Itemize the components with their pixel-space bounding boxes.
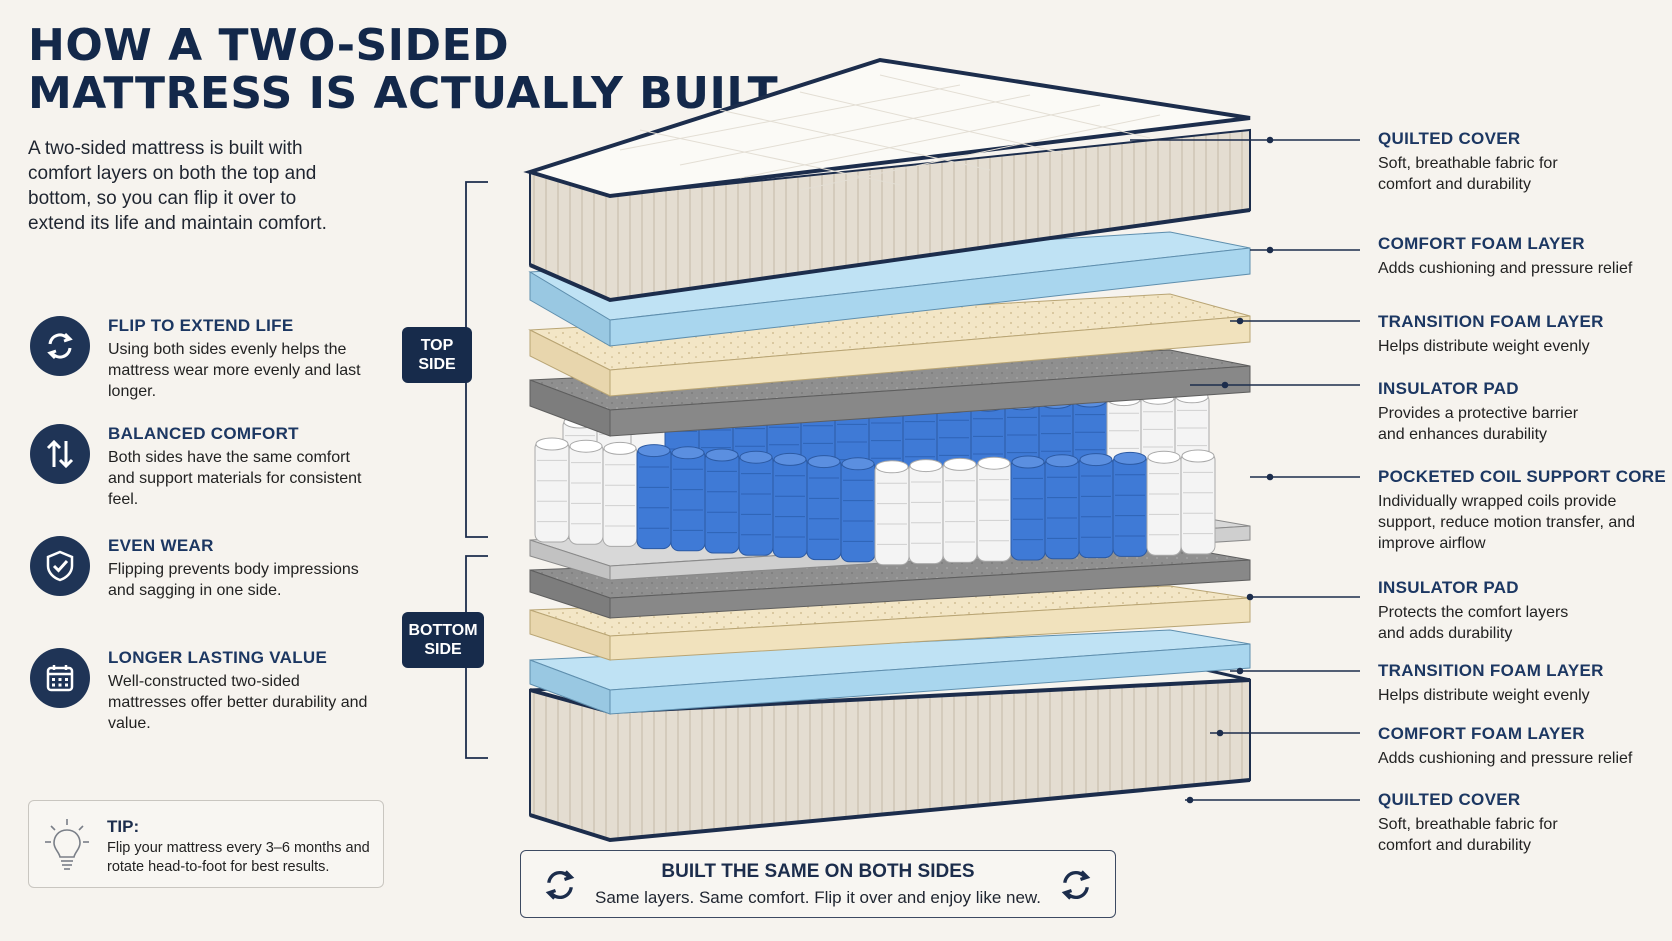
coil [1044, 454, 1080, 560]
coil [840, 457, 876, 563]
layer-label-transition-foam-bottom: TRANSITION FOAM LAYER Helps distribute w… [1378, 661, 1668, 706]
top-side-line-2: SIDE [418, 356, 456, 373]
layer-heading: INSULATOR PAD [1378, 379, 1519, 398]
coil [1112, 451, 1148, 557]
top-comfort-foam [528, 231, 1251, 347]
coil [908, 459, 944, 565]
layer-body: Soft, breathable fabric for comfort and … [1378, 155, 1558, 193]
coil [806, 455, 842, 561]
layer-heading: QUILTED COVER [1378, 129, 1521, 148]
layer-heading: TRANSITION FOAM LAYER [1378, 312, 1604, 331]
pocketed-coils [534, 390, 1216, 566]
layer-heading: QUILTED COVER [1378, 790, 1521, 809]
layer-body: Soft, breathable fabric for comfort and … [1378, 816, 1558, 854]
layer-heading: INSULATOR PAD [1378, 578, 1519, 597]
layer-body: Provides a protective barrier and enhanc… [1378, 405, 1579, 443]
layer-body: Helps distribute weight evenly [1378, 687, 1590, 704]
calendar-icon [30, 648, 90, 708]
flip-arrows-icon [30, 316, 90, 376]
layer-label-comfort-foam-bottom: COMFORT FOAM LAYER Adds cushioning and p… [1378, 724, 1668, 769]
tip-heading: TIP: [107, 817, 140, 836]
coil [1146, 450, 1182, 556]
layer-heading: TRANSITION FOAM LAYER [1378, 661, 1604, 680]
coil [738, 450, 774, 556]
intro-text: A two-sided mattress is built with comfo… [28, 138, 327, 234]
tip-body: Flip your mattress every 3–6 months and … [107, 840, 370, 875]
coil [772, 452, 808, 558]
page-title: HOW A TWO-SIDED MATTRESS IS ACTUALLY BUI… [28, 22, 778, 118]
built-heading: BUILT THE SAME ON BOTH SIDES [661, 861, 975, 882]
coil [568, 439, 604, 545]
layer-body: Individually wrapped coils provide suppo… [1378, 493, 1636, 552]
layer-label-quilted-cover-top: QUILTED COVER Soft, breathable fabric fo… [1378, 129, 1668, 195]
flip-arrows-icon [1057, 866, 1095, 909]
benefit-body: Both sides have the same comfort and sup… [108, 449, 362, 508]
layer-body: Protects the comfort layers and adds dur… [1378, 604, 1569, 642]
layer-label-quilted-cover-bottom: QUILTED COVER Soft, breathable fabric fo… [1378, 790, 1668, 856]
layer-label-comfort-foam-top: COMFORT FOAM LAYER Adds cushioning and p… [1378, 234, 1668, 279]
top-side-badge: TOP SIDE [402, 327, 472, 383]
flip-arrows-icon [541, 866, 579, 909]
benefit-body: Flipping prevents body impressions and s… [108, 561, 359, 599]
bottom-side-badge: BOTTOM SIDE [402, 612, 484, 668]
coil [1078, 453, 1114, 559]
shield-check-icon [30, 536, 90, 596]
layer-heading: COMFORT FOAM LAYER [1378, 234, 1585, 253]
top-side-line-1: TOP [420, 337, 454, 354]
coil [670, 446, 706, 552]
coil [602, 441, 638, 547]
benefit-heading: BALANCED COMFORT [108, 424, 299, 443]
benefit-body: Using both sides evenly helps the mattre… [108, 341, 361, 400]
benefit-heading: FLIP TO EXTEND LIFE [108, 316, 294, 335]
layer-body: Helps distribute weight evenly [1378, 338, 1590, 355]
coil [942, 457, 978, 563]
leader-lines [1130, 136, 1360, 804]
coil [534, 437, 570, 543]
coil [976, 456, 1012, 562]
coil [704, 448, 740, 554]
benefit-heading: LONGER LASTING VALUE [108, 648, 328, 667]
layer-label-transition-foam-top: TRANSITION FOAM LAYER Helps distribute w… [1378, 312, 1668, 357]
benefit-body: Well-constructed two-sided mattresses of… [108, 673, 368, 732]
layer-body: Adds cushioning and pressure relief [1378, 750, 1633, 767]
bottom-transition-foam [529, 585, 1251, 661]
bottom-comfort-foam [529, 629, 1251, 715]
top-insulator-pad [529, 349, 1251, 437]
layer-label-insulator-top: INSULATOR PAD Provides a protective barr… [1378, 379, 1668, 445]
layer-label-coil-core: POCKETED COIL SUPPORT CORE Individually … [1378, 467, 1668, 554]
layer-body: Adds cushioning and pressure relief [1378, 260, 1633, 277]
bottom-side-line-2: SIDE [424, 641, 462, 658]
benefit-heading: EVEN WEAR [108, 536, 214, 555]
coil [636, 444, 672, 550]
bottom-side-line-1: BOTTOM [408, 622, 478, 639]
layer-heading: POCKETED COIL SUPPORT CORE [1378, 467, 1667, 486]
title-line-1: HOW A TWO-SIDED [28, 20, 510, 71]
tip-box: TIP: Flip your mattress every 3–6 months… [28, 800, 384, 888]
title-line-2: MATTRESS IS ACTUALLY BUILT [28, 68, 779, 119]
built-same-box: BUILT THE SAME ON BOTH SIDES Same layers… [520, 850, 1116, 918]
coil [874, 460, 910, 566]
top-quilted-cover [523, 57, 1251, 303]
layer-label-insulator-bottom: INSULATOR PAD Protects the comfort layer… [1378, 578, 1668, 644]
coil [1180, 449, 1216, 555]
up-down-arrows-icon [30, 424, 90, 484]
layer-heading: COMFORT FOAM LAYER [1378, 724, 1585, 743]
coil [1010, 455, 1046, 561]
built-body: Same layers. Same comfort. Flip it over … [595, 888, 1041, 907]
lightbulb-icon [43, 817, 91, 882]
